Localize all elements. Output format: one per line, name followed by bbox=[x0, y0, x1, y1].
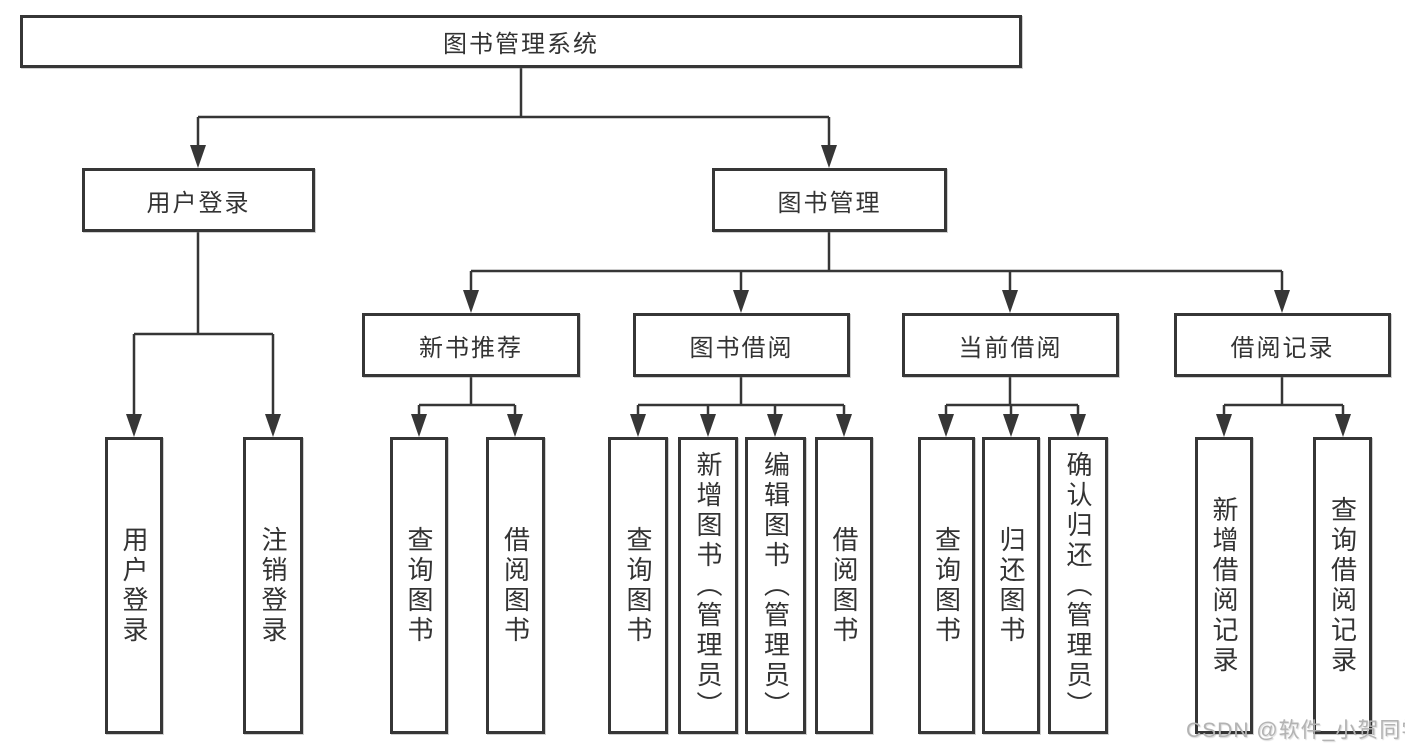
node-borrowing-records-label: 借阅记录 bbox=[1230, 334, 1335, 362]
arrowhead-icon bbox=[1003, 414, 1019, 437]
arrowhead-icon bbox=[265, 414, 281, 437]
node-new-book-recommend: 新书推荐 bbox=[362, 313, 580, 377]
arrowhead-icon bbox=[1274, 290, 1290, 313]
leaf-label: 查询图书 bbox=[623, 525, 653, 646]
arrowhead-icon bbox=[1070, 414, 1086, 437]
arrowhead-icon bbox=[1002, 290, 1018, 313]
node-current-borrowing: 当前借阅 bbox=[902, 313, 1119, 377]
arrowhead-icon bbox=[836, 414, 852, 437]
leaf-label: 新增图书（管理员） bbox=[693, 450, 723, 721]
node-user-login-label: 用户登录 bbox=[146, 189, 251, 217]
node-leaf-current-return: 归还图书 bbox=[982, 437, 1040, 734]
leaf-label: 新增借阅记录 bbox=[1209, 495, 1239, 676]
arrowheads bbox=[126, 145, 1351, 437]
arrowhead-icon bbox=[821, 145, 837, 168]
arrowhead-icon bbox=[733, 290, 749, 313]
leaf-label: 查询图书 bbox=[404, 525, 434, 646]
node-leaf-borrow-edit-admin: 编辑图书（管理员） bbox=[745, 437, 806, 734]
arrowhead-icon bbox=[507, 414, 523, 437]
arrowhead-icon bbox=[767, 414, 783, 437]
node-leaf-newbooks-query: 查询图书 bbox=[390, 437, 448, 734]
leaf-label: 查询借阅记录 bbox=[1327, 495, 1358, 676]
node-leaf-newbooks-borrow: 借阅图书 bbox=[486, 437, 545, 734]
csdn-watermark: CSDN @软件_小贺同学 bbox=[1186, 719, 1405, 742]
node-root-label: 图书管理系统 bbox=[443, 31, 599, 58]
node-leaf-user-login: 用户登录 bbox=[105, 437, 163, 734]
node-leaf-borrow-borrow: 借阅图书 bbox=[815, 437, 873, 734]
node-borrowing-records: 借阅记录 bbox=[1174, 313, 1391, 377]
leaf-label: 用户登录 bbox=[119, 525, 149, 646]
node-leaf-current-confirm-admin: 确认归还（管理员） bbox=[1048, 437, 1108, 734]
leaf-label: 借阅图书 bbox=[500, 525, 531, 646]
node-book-borrowing-label: 图书借阅 bbox=[689, 334, 794, 362]
node-book-management: 图书管理 bbox=[712, 168, 947, 232]
node-leaf-borrow-add-admin: 新增图书（管理员） bbox=[678, 437, 738, 734]
arrowhead-icon bbox=[700, 414, 716, 437]
arrowhead-icon bbox=[630, 414, 646, 437]
node-book-management-label: 图书管理 bbox=[777, 189, 882, 217]
arrowhead-icon bbox=[938, 414, 954, 437]
leaf-label: 编辑图书（管理员） bbox=[760, 450, 791, 721]
leaf-label: 借阅图书 bbox=[829, 525, 859, 646]
leaf-label: 确认归还（管理员） bbox=[1063, 450, 1093, 721]
node-leaf-current-query: 查询图书 bbox=[918, 437, 975, 734]
node-user-login: 用户登录 bbox=[82, 168, 315, 232]
node-root: 图书管理系统 bbox=[20, 15, 1022, 68]
node-leaf-records-query: 查询借阅记录 bbox=[1313, 437, 1372, 734]
leaf-label: 查询图书 bbox=[931, 525, 962, 646]
node-book-borrowing: 图书借阅 bbox=[633, 313, 850, 377]
node-new-book-recommend-label: 新书推荐 bbox=[419, 334, 523, 362]
node-leaf-records-add: 新增借阅记录 bbox=[1195, 437, 1253, 734]
arrowhead-icon bbox=[463, 290, 479, 313]
leaf-label: 归还图书 bbox=[996, 525, 1026, 646]
arrowhead-icon bbox=[126, 414, 142, 437]
node-leaf-logout: 注销登录 bbox=[243, 437, 303, 734]
node-leaf-borrow-query: 查询图书 bbox=[608, 437, 668, 734]
arrowhead-icon bbox=[1216, 414, 1232, 437]
node-current-borrowing-label: 当前借阅 bbox=[958, 334, 1063, 362]
arrowhead-icon bbox=[1335, 414, 1351, 437]
arrowhead-icon bbox=[411, 414, 427, 437]
arrowhead-icon bbox=[190, 145, 206, 168]
leaf-label: 注销登录 bbox=[258, 525, 288, 646]
